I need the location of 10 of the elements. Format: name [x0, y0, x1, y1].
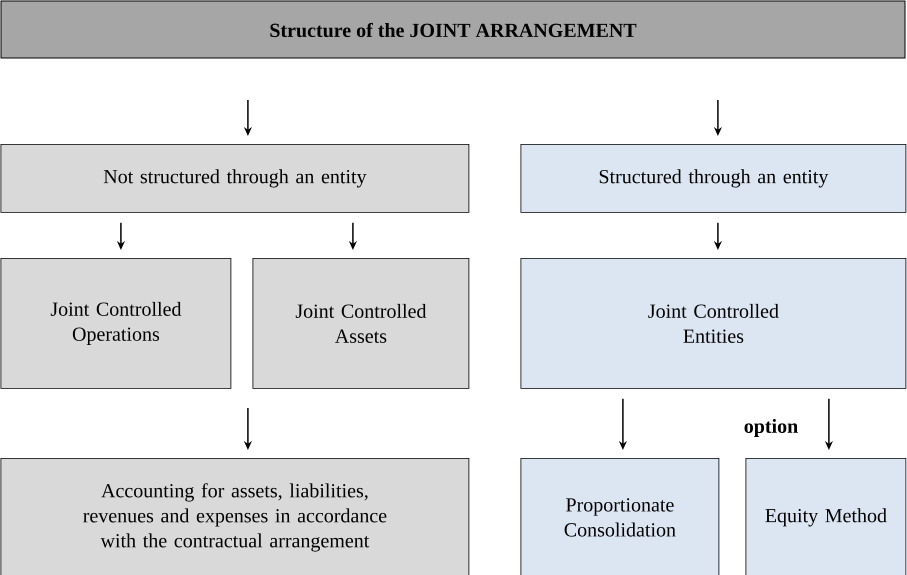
process-box: Joint Controlled Operations — [0, 258, 232, 389]
process-box: Accounting for assets, liabilities, revenues and expenses in accordance with the contractual arrangement — [0, 458, 470, 575]
title-banner: Structure of the JOINT ARRANGEMENT — [0, 0, 906, 58]
process-box: Joint Controlled Assets — [252, 258, 470, 389]
process-box: Joint Controlled Entities — [520, 258, 906, 389]
process-box: Proportionate Consolidation — [520, 458, 720, 575]
process-box: Not structured through an entity — [0, 144, 470, 213]
note-text: option — [744, 418, 798, 438]
process-box: Equity Method — [746, 458, 906, 575]
process-box: Structured through an entity — [520, 144, 906, 213]
